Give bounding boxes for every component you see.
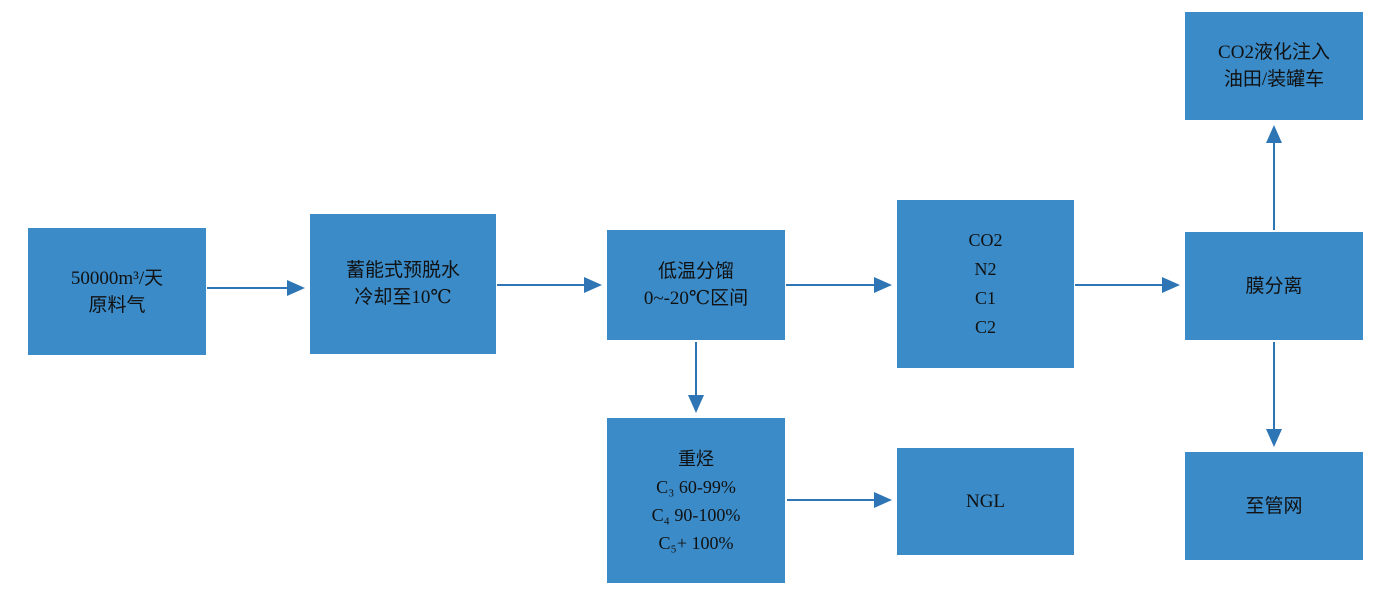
flow-node-predehydration: 蓄能式预脱水 冷却至10℃ (310, 214, 496, 354)
node-text-line: 膜分离 (1245, 275, 1303, 297)
node-text-line: 50000m³/天 (70, 267, 164, 289)
flow-node-heavy-hydrocarbons: 重烃 C₃ 60-99% C₄ 90-100% C₅+ 100% (607, 418, 785, 583)
node-text-line: 冷却至10℃ (354, 287, 452, 308)
node-text-line: 至管网 (1245, 495, 1303, 517)
flow-node-membrane: 膜分离 (1185, 232, 1363, 340)
node-text-line: 原料气 (88, 294, 146, 316)
node-text-line: N2 (974, 259, 997, 279)
node-text-line: C₄ 90-100% (651, 504, 741, 525)
node-text-line: NGL (965, 491, 1006, 512)
node-text-line: CO2 (968, 230, 1003, 250)
node-text-line: 重烃 (678, 448, 714, 469)
node-text-line: 油田/装罐车 (1223, 69, 1325, 90)
node-text-line: 蓄能式预脱水 (345, 260, 460, 281)
flow-node-pipeline: 至管网 (1185, 452, 1363, 560)
node-text-line: C₃ 60-99% (656, 476, 736, 497)
node-text-line: C2 (974, 317, 996, 337)
flow-node-ngl: NGL (897, 448, 1074, 555)
flow-node-gas-mix: CO2 N2 C1 C2 (897, 200, 1074, 368)
node-text-line: CO2液化注入 (1218, 42, 1330, 63)
node-text-line: 低温分馏 (657, 261, 734, 282)
flow-node-fractionation: 低温分馏 0~-20℃区间 (607, 230, 785, 340)
node-text-line: 0~-20℃区间 (643, 288, 749, 309)
node-text-line: C₅+ 100% (658, 532, 734, 553)
flow-node-raw-gas: 50000m³/天 原料气 (28, 228, 206, 355)
flow-node-co2-liquefaction: CO2液化注入 油田/装罐车 (1185, 12, 1363, 120)
node-text-line: C1 (974, 288, 996, 308)
